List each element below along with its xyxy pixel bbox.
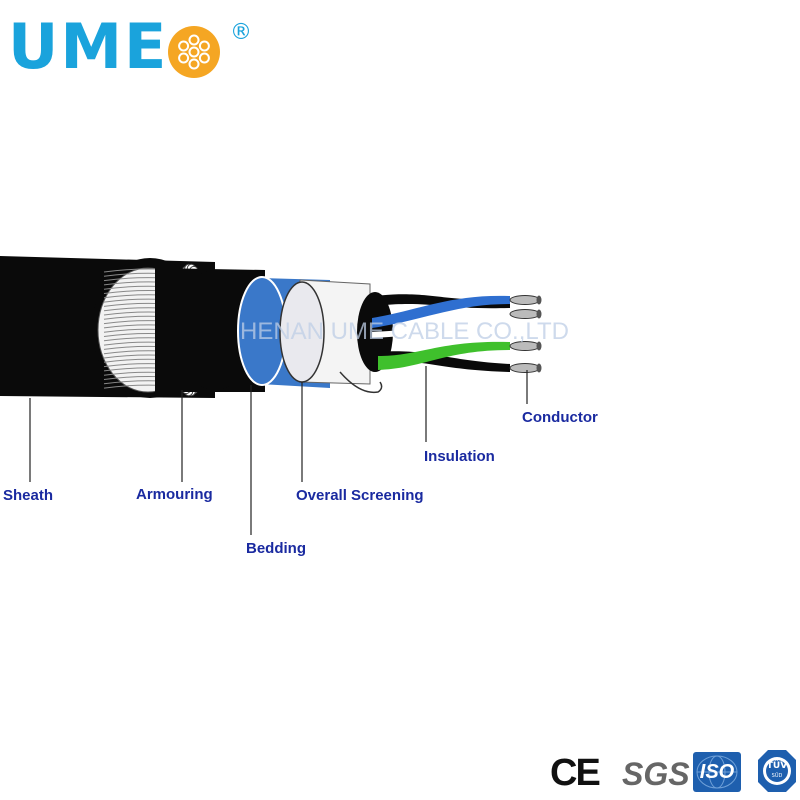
label-overall-screening: Overall Screening [296, 487, 424, 504]
sgs-mark: SGS [622, 756, 690, 792]
label-armouring: Armouring [136, 486, 213, 503]
tuv-octagon-icon [758, 750, 796, 792]
leader-lines [29, 366, 528, 535]
ce-mark: CE [550, 752, 601, 794]
insulated-cores [357, 292, 510, 372]
label-sheath: Sheath [3, 487, 54, 504]
tuv-text: TÜV [766, 761, 788, 771]
armouring-layer [97, 263, 265, 397]
registered-mark: ® [230, 20, 252, 45]
label-conductor: Conductor [522, 409, 598, 426]
iso-badge: ISO [693, 752, 741, 792]
tuv-badge: TÜV SÜD [756, 748, 798, 794]
tuv-sub-text: SÜD [771, 773, 783, 779]
globe-icon [696, 755, 738, 789]
overall-screening-layer [279, 279, 383, 394]
conductor-tips [509, 295, 542, 373]
label-insulation: Insulation [424, 448, 495, 465]
label-bedding: Bedding [246, 540, 306, 557]
logo-text: UME [8, 10, 169, 83]
logo-cable-icon [168, 26, 220, 78]
iso-text: ISO [699, 761, 735, 783]
